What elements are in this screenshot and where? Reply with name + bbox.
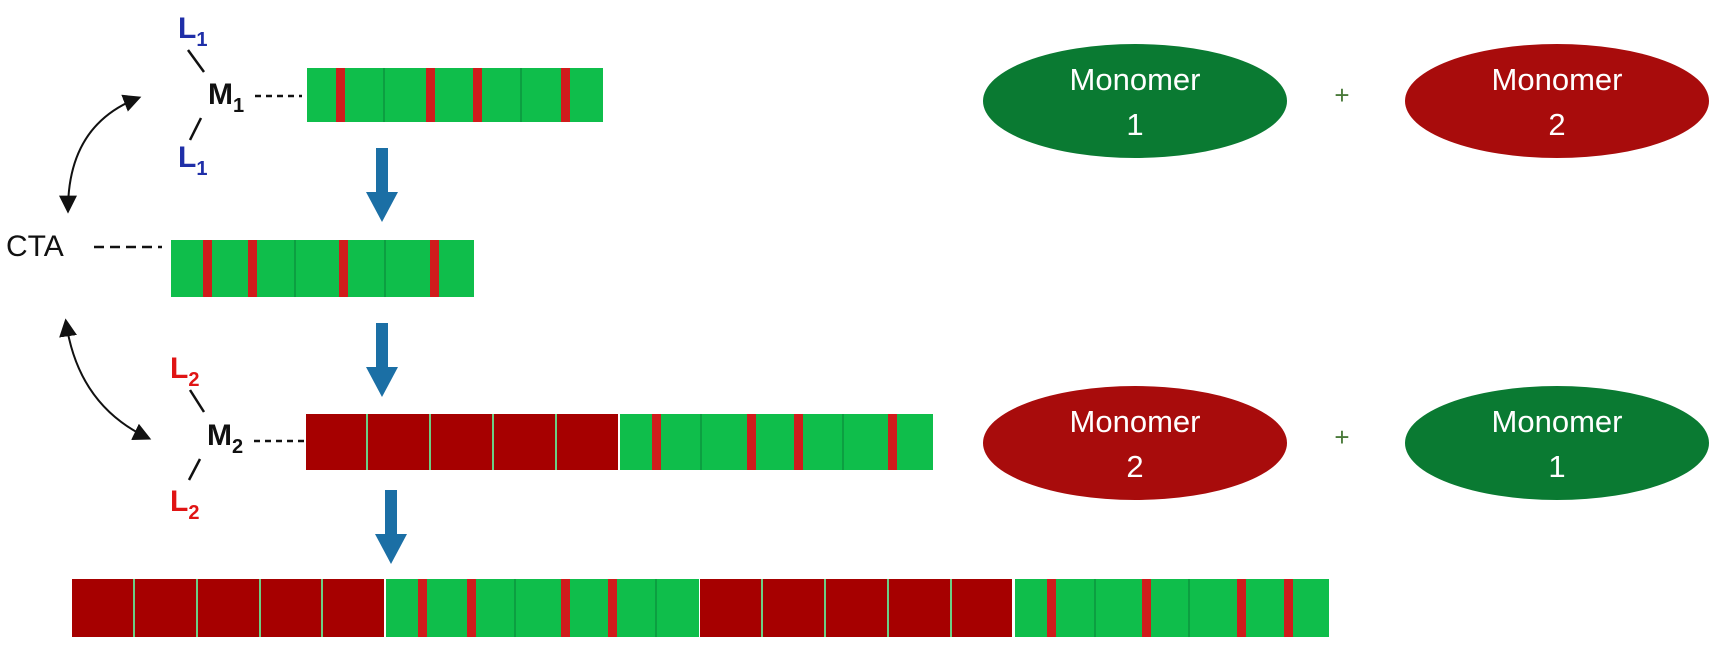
metal-complex-1: L1 M1 L1 [178, 12, 302, 180]
svg-text:2: 2 [1548, 107, 1565, 142]
chain-2 [171, 240, 474, 297]
monomer-bottom-right: Monomer 1 [1405, 386, 1709, 500]
metal-complex-2: L2 M2 L2 [170, 352, 304, 524]
svg-text:2: 2 [1126, 449, 1143, 484]
cta-label: CTA [6, 230, 64, 263]
svg-text:1: 1 [1126, 107, 1143, 142]
svg-text:Monomer: Monomer [1070, 62, 1201, 97]
ligand-1-bottom-label: L1 [178, 141, 207, 180]
monomer-top-right: Monomer 2 [1405, 44, 1709, 158]
metal-1-label: M1 [208, 78, 244, 117]
chain-1 [307, 68, 603, 122]
ligand-2-bottom-label: L2 [170, 485, 199, 524]
ligand-2-top-label: L2 [170, 352, 199, 391]
metal-2-label: M2 [207, 419, 243, 458]
chain-4 [72, 579, 1329, 637]
monomer-top-left: Monomer 1 [983, 44, 1287, 158]
chain-3 [306, 414, 933, 470]
down-arrow-icon [366, 323, 398, 397]
svg-text:Monomer: Monomer [1070, 404, 1201, 439]
plus-sign-bottom: + [1334, 422, 1349, 452]
ligand-1-top-label: L1 [178, 12, 207, 51]
curved-double-arrow-icon [59, 318, 152, 440]
svg-text:1: 1 [1548, 449, 1565, 484]
svg-text:Monomer: Monomer [1492, 404, 1623, 439]
monomer-bottom-left: Monomer 2 [983, 386, 1287, 500]
down-arrow-icon [366, 148, 398, 222]
plus-sign-top: + [1334, 80, 1349, 110]
curved-double-arrow-icon [59, 94, 142, 214]
down-arrow-icon [375, 490, 407, 564]
svg-text:Monomer: Monomer [1492, 62, 1623, 97]
